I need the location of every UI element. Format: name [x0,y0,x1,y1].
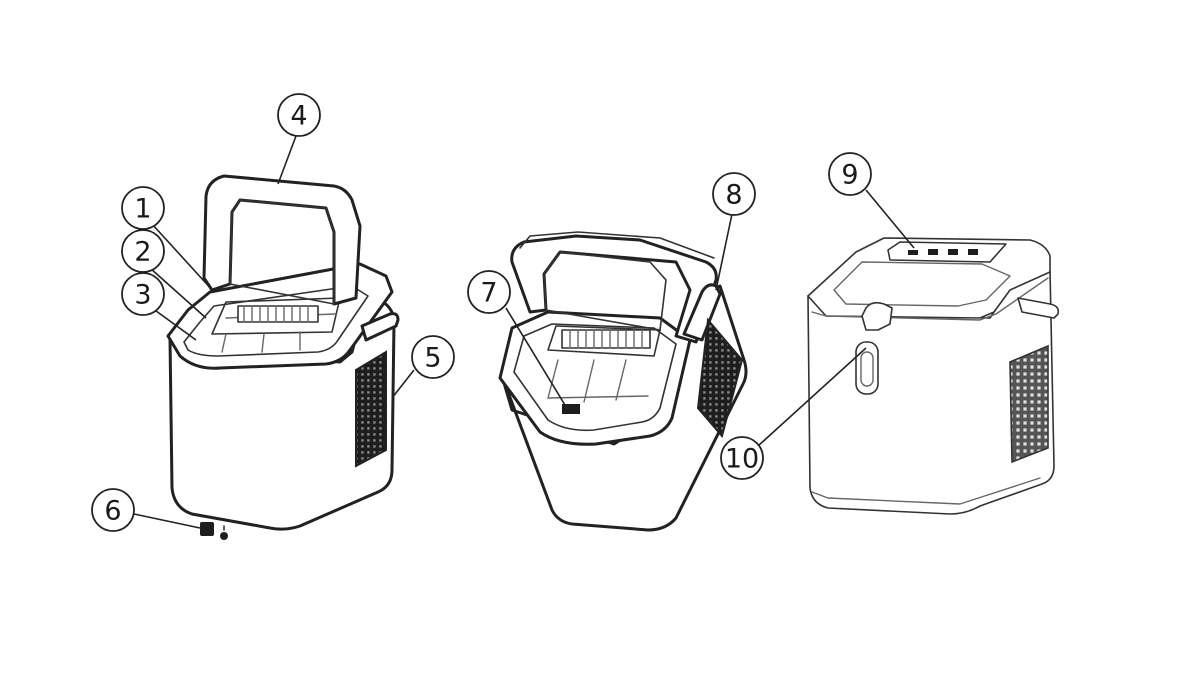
leader-8 [715,213,733,291]
callout-6: 6 [91,488,135,532]
callout-7: 7 [467,270,511,314]
callout-4: 4 [277,93,321,137]
leader-5 [391,369,415,399]
leader-7 [505,307,569,411]
callout-7-label: 7 [480,278,497,309]
callout-9: 9 [828,152,872,196]
leader-2 [149,267,207,319]
leader-10 [757,347,867,447]
unit3-lid-panel [833,261,1011,307]
leader-3 [151,307,197,341]
callout-2-label: 2 [134,237,151,268]
unit3-control-panel [887,241,1007,263]
unit3-body [807,269,1055,515]
unit2-grate [561,329,651,349]
ice-maker-open-rear [498,231,748,532]
callout-3-label: 3 [134,280,151,311]
leader-lines [133,135,915,529]
callout-5: 5 [411,335,455,379]
unit3-lid-latch [861,301,893,331]
unit1-side-handle [360,312,400,342]
unit2-lid-edge [519,231,715,259]
leader-1 [151,223,215,293]
callout-9-label: 9 [841,160,858,191]
callout-10: 10 [720,436,764,480]
leader-6 [133,513,201,529]
unit1-grate [237,305,319,323]
unit3-vent-grille [1009,344,1049,464]
callout-4-label: 4 [290,101,307,132]
unit2-side-handle [682,283,722,342]
callout-2: 2 [121,229,165,273]
unit1-vent-grille [355,350,387,468]
callout-1: 1 [121,186,165,230]
unit3-base-seam [811,477,1041,505]
callout-3: 3 [121,272,165,316]
callout-10-label: 10 [725,444,759,475]
leader-9 [865,189,915,249]
unit2-vent-grille [696,317,744,439]
callout-5-label: 5 [424,343,441,374]
unit2-sensor [562,404,580,414]
ice-maker-open-front [166,174,400,540]
callout-6-label: 6 [104,496,121,527]
unit3-water-window-inner [860,351,874,387]
leader-4 [277,135,297,185]
unit1-lid-window [229,199,335,305]
unit2-tray-dividers [547,359,649,403]
unit2-lid-window [543,251,667,331]
callout-8-label: 8 [725,180,742,211]
unit3-side-handle [1017,297,1060,319]
callout-1-label: 1 [134,194,151,225]
unit1-tray-inner [221,313,337,353]
ice-maker-closed [807,237,1060,515]
callout-8: 8 [712,172,756,216]
unit1-drain-plug [200,522,228,540]
unit3-lid-seam [811,277,1049,321]
